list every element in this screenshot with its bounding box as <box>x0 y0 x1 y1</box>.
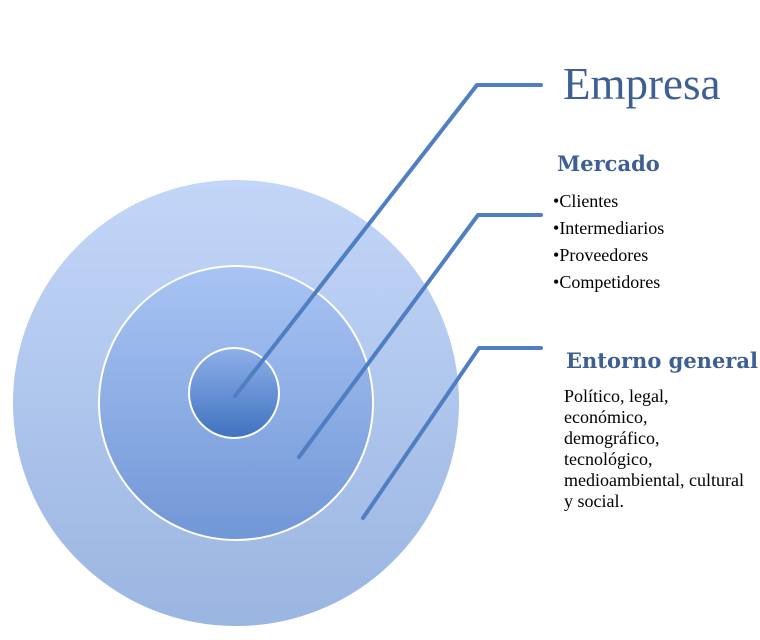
mercado-list: Clientes Intermediarios Proveedores Comp… <box>553 188 664 296</box>
list-item: Intermediarios <box>553 215 664 242</box>
connector-line-empresa <box>233 83 543 398</box>
diagram-title: Empresa <box>563 59 721 109</box>
mercado-heading: Mercado <box>557 151 660 176</box>
inner-circle-empresa <box>188 347 280 439</box>
connector-line-entorno <box>361 346 543 520</box>
list-item: Proveedores <box>553 242 664 269</box>
list-item: Competidores <box>553 269 664 296</box>
list-item: Clientes <box>553 188 664 215</box>
entorno-heading: Entorno general <box>566 348 758 373</box>
entorno-description: Político, legal, económico, demográfico,… <box>564 386 744 511</box>
connector-line-mercado <box>297 213 543 459</box>
